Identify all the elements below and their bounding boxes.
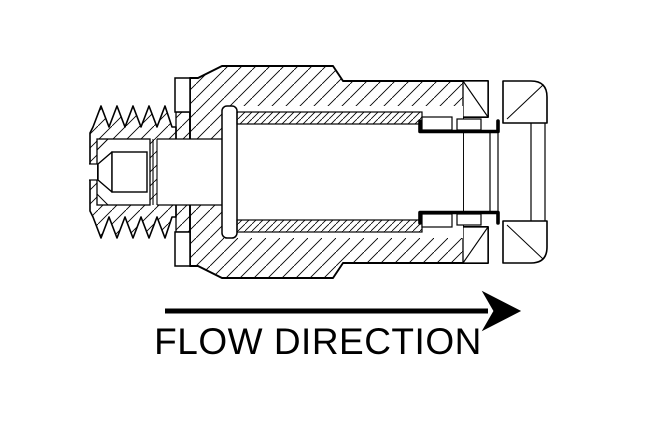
collet-step-a-bottom xyxy=(421,213,453,228)
flow-annotation: FLOW DIRECTION xyxy=(154,290,522,362)
washer-tab-bottom xyxy=(174,231,191,267)
collet-step-b-bottom xyxy=(456,213,482,226)
inner-sleeve xyxy=(221,105,423,239)
check-valve xyxy=(89,138,158,206)
sleeve-wall-bottom xyxy=(236,219,423,233)
collet-channel-top xyxy=(418,119,500,134)
body-chamfer-top xyxy=(462,80,489,118)
collet-channel-bottom xyxy=(418,210,500,225)
washer-tab-top xyxy=(174,77,191,113)
sleeve-end-bar xyxy=(221,105,238,239)
flow-arrow-head xyxy=(481,290,522,332)
collet-step-a-top xyxy=(421,116,453,131)
inlet-port xyxy=(89,163,97,181)
poppet-body xyxy=(111,151,148,193)
washer-tabs xyxy=(174,77,191,267)
end-cap xyxy=(502,80,548,264)
bore xyxy=(157,138,222,206)
sleeve-wall-top xyxy=(236,111,423,125)
collet-step-b-top xyxy=(456,118,482,131)
body-chamfer-bottom xyxy=(462,226,489,264)
collet xyxy=(418,116,500,228)
flow-direction-label: FLOW DIRECTION xyxy=(154,321,482,362)
